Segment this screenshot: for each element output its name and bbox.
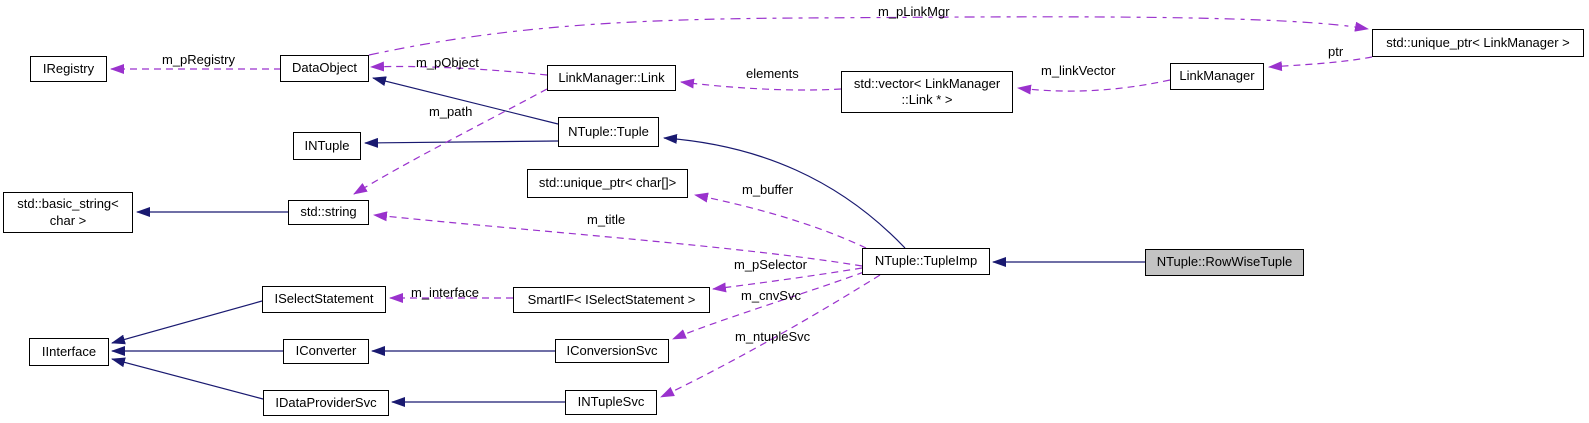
node-ntuple-tuple[interactable]: NTuple::Tuple (558, 117, 659, 147)
edge-usage-m_pObject (370, 61, 548, 76)
node-std-string[interactable]: std::string (288, 200, 369, 225)
edge-label-elements: elements (746, 66, 799, 81)
node-ntuple-rowwisetuple: NTuple::RowWiseTuple (1145, 249, 1304, 276)
edge-label-m-cnvsvc: m_cnvSvc (741, 288, 801, 303)
node-dataobject[interactable]: DataObject (280, 55, 369, 82)
edge-label-m-plinkmgr: m_pLinkMgr (878, 4, 950, 19)
edge-label-m-linkvector: m_linkVector (1041, 63, 1116, 78)
node-ntuple-tupleimp[interactable]: NTuple::TupleImp (862, 248, 990, 275)
node-iconversionsvc[interactable]: IConversionSvc (555, 339, 669, 363)
node-vector-linkmanager-link[interactable]: std::vector< LinkManager ::Link * > (841, 71, 1013, 113)
edge-usage-m_title (373, 211, 863, 267)
edge-usage-m_ntupleSvc (660, 274, 881, 398)
node-intuple[interactable]: INTuple (293, 132, 361, 160)
edge-usage-m_pSelector (712, 267, 863, 293)
edge-label-m-buffer: m_buffer (742, 182, 794, 197)
edge-usage-m_cnvSvc (672, 271, 865, 340)
node-iregistry[interactable]: IRegistry (30, 56, 107, 82)
edge-usage-m_buffer (694, 192, 867, 249)
edge-label-ptr: ptr (1328, 44, 1344, 59)
edge-usage-elements (680, 78, 842, 91)
edge-label-m-ntuplesvc: m_ntupleSvc (735, 329, 811, 344)
node-basic-string[interactable]: std::basic_string< char > (3, 192, 133, 233)
node-intuplesvc[interactable]: INTupleSvc (565, 390, 657, 415)
edge-label-m-title: m_title (587, 212, 626, 227)
edge-usage-m_path (353, 88, 548, 195)
edge-label-m-pregistry: m_pRegistry (162, 52, 235, 67)
edge-usage-m_pLinkMgr (368, 16, 1369, 56)
edge-label-m-pselector: m_pSelector (734, 257, 807, 272)
edge-inherit-tupleimp-tuple (663, 133, 906, 249)
edge-usage-ptr (1268, 56, 1373, 72)
edge-inherit-iselectstatement-iinterface (111, 300, 263, 345)
node-smartif-iselectstatement[interactable]: SmartIF< ISelectStatement > (513, 287, 710, 313)
node-linkmanager[interactable]: LinkManager (1170, 63, 1264, 90)
edge-label-m-pobject: m_pObject (416, 55, 479, 70)
node-idataprovidersvc[interactable]: IDataProviderSvc (263, 390, 389, 416)
node-unique-ptr-linkmanager[interactable]: std::unique_ptr< LinkManager > (1372, 29, 1584, 57)
edge-inherit-idataprovidersvc-iinterface (111, 357, 264, 400)
node-unique-ptr-char[interactable]: std::unique_ptr< char[]> (527, 169, 688, 198)
edge-label-m-path: m_path (429, 104, 473, 119)
node-iinterface[interactable]: IInterface (29, 338, 109, 366)
edge-inherit-tuple-dataobject (372, 76, 559, 125)
node-iconverter[interactable]: IConverter (283, 339, 369, 364)
edge-usage-m_linkVector (1017, 79, 1171, 95)
edge-label-m-interface: m_interface (411, 285, 479, 300)
node-linkmanager-link[interactable]: LinkManager::Link (547, 65, 676, 91)
edge-inherit-tuple-intuple (364, 137, 559, 148)
node-iselectstatement[interactable]: ISelectStatement (262, 286, 386, 313)
